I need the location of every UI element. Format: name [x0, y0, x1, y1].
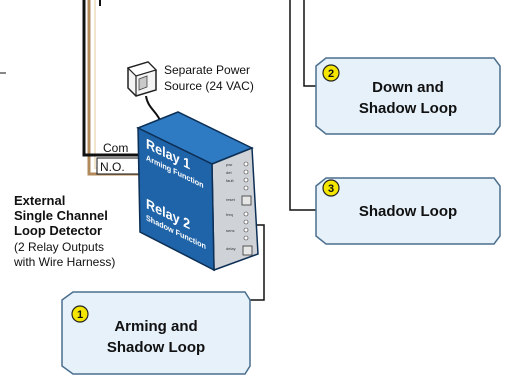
svg-text:det: det [226, 170, 232, 175]
svg-text:freq: freq [226, 212, 233, 217]
loop-box-3: 3 Shadow Loop [315, 177, 501, 245]
relay2-button-icon [242, 245, 253, 256]
loop-number-badge-3 [322, 179, 340, 197]
loop-number-badge-2 [322, 64, 340, 82]
loop-box-2: 2 Down and Shadow Loop [315, 57, 501, 135]
com-wire-label: Com [103, 141, 128, 155]
power-source-label-line1: Separate Power [164, 63, 250, 77]
svg-text:sens: sens [226, 228, 234, 233]
loop-1-label-line1: Arming and [114, 318, 197, 335]
loop-number-3: 3 [328, 183, 334, 195]
svg-text:delay: delay [226, 246, 236, 251]
loop-number-2: 2 [328, 68, 334, 80]
loop-1-label-line2: Shadow Loop [107, 339, 205, 356]
loop-2-label-line1: Down and [372, 79, 444, 96]
detector-title-line1: External [14, 193, 65, 208]
loop-box-1: 1 Arming and Shadow Loop [61, 291, 251, 375]
led-indicator-icon [243, 161, 249, 241]
detector-title-line3: Loop Detector [14, 223, 102, 238]
loop-3-label: Shadow Loop [359, 203, 457, 220]
detector-note-line1: (2 Relay Outputs [14, 240, 104, 254]
svg-text:reset: reset [226, 197, 236, 202]
power-adapter-icon [126, 61, 158, 97]
loop-number-1: 1 [77, 309, 83, 321]
reset-button-icon [241, 195, 252, 206]
svg-text:fault: fault [226, 178, 234, 183]
loop-number-badge-1 [71, 305, 89, 323]
detector-note-line2: with Wire Harness) [13, 255, 115, 269]
loop-2-label-line2: Shadow Loop [359, 100, 457, 117]
loop-detector-device: Relay 1 Arming Function Relay 2 Shadow F… [136, 111, 259, 272]
detector-title-line2: Single Channel [14, 208, 108, 223]
no-wire-label: N.O. [100, 160, 125, 174]
svg-text:pwr: pwr [226, 162, 233, 167]
power-source-label-line2: Source (24 VAC) [164, 79, 254, 93]
detector-front [137, 126, 215, 272]
